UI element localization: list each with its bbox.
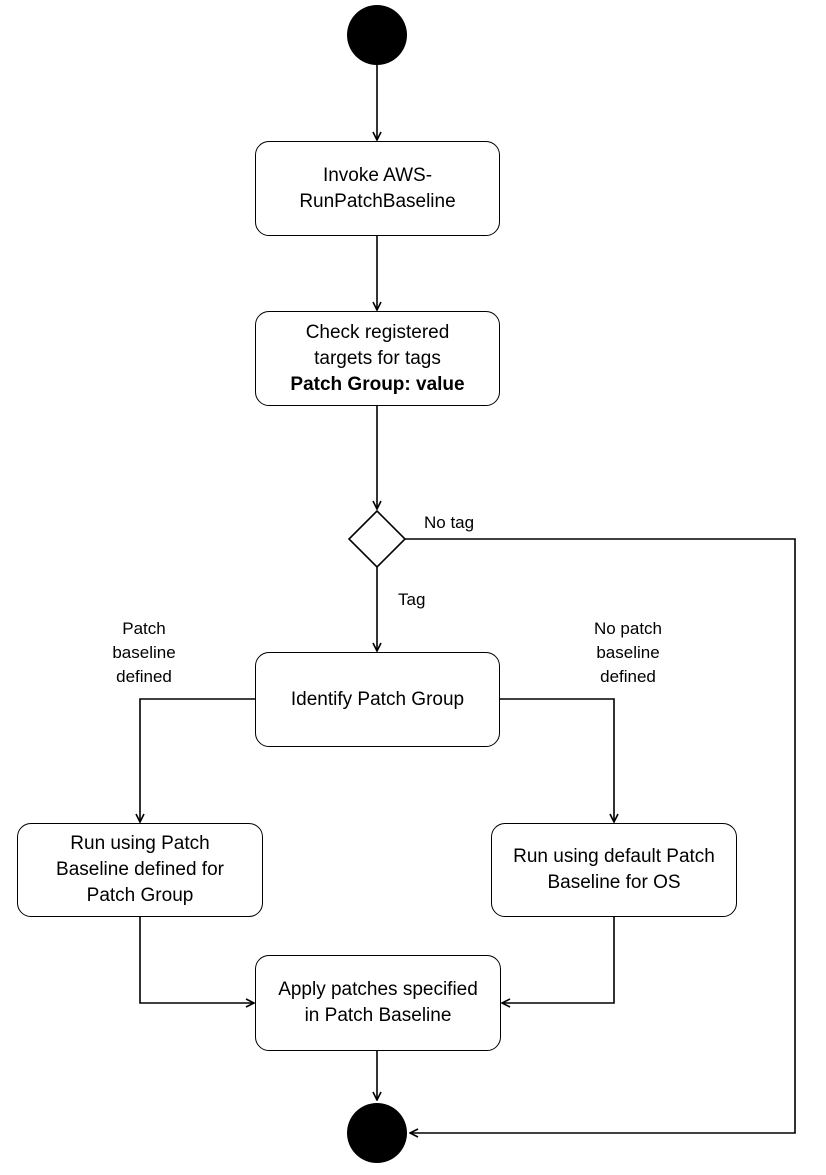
run-default-baseline-node: Run using default Patch Baseline for OS: [491, 823, 737, 917]
no-tag-text: No tag: [424, 513, 475, 532]
run-defined-line3: Patch Group: [86, 885, 194, 906]
edge-decision-to-end-no-tag: [405, 538, 796, 1133]
run-default-line2: Baseline for OS: [547, 872, 681, 893]
end-node: [347, 1103, 407, 1163]
identify-patch-group-node: Identify Patch Group: [255, 652, 500, 747]
no-baseline-defined-line1: No patch: [593, 619, 663, 638]
no-baseline-defined-line2: baseline: [596, 643, 660, 662]
no-baseline-defined-label: No patch baseline defined: [580, 617, 676, 689]
baseline-defined-line3: defined: [116, 667, 172, 686]
check-tags-line1: Check registered: [305, 321, 450, 343]
check-tags-line3: Patch Group: value: [290, 373, 465, 395]
apply-patches-line2: in Patch Baseline: [304, 1005, 452, 1026]
baseline-defined-line1: Patch: [122, 619, 166, 638]
identify-patch-group-label: Identify Patch Group: [290, 688, 465, 710]
check-tags-node: Check registered targets for tags Patch …: [255, 311, 500, 406]
tag-text: Tag: [398, 590, 426, 609]
run-default-line1: Run using default Patch: [513, 846, 715, 867]
tag-label: Tag: [398, 588, 425, 612]
start-node: [347, 5, 407, 65]
run-defined-baseline-node: Run using Patch Baseline defined for Pat…: [17, 823, 263, 917]
invoke-node-line1: Invoke AWS-: [322, 164, 433, 186]
check-tags-line2: targets for tags: [314, 347, 441, 369]
baseline-defined-line2: baseline: [112, 643, 176, 662]
edge-run-default-to-apply: [502, 917, 615, 1003]
invoke-node: Invoke AWS- RunPatchBaseline: [255, 141, 500, 236]
edge-identify-to-run-default: [500, 698, 614, 822]
no-baseline-defined-line3: defined: [600, 667, 656, 686]
tag-decision-diamond: [347, 509, 407, 569]
apply-patches-line1: Apply patches specified: [278, 979, 478, 1000]
run-defined-line1: Run using Patch: [70, 833, 210, 854]
invoke-node-line2: RunPatchBaseline: [299, 190, 456, 212]
baseline-defined-label: Patch baseline defined: [106, 617, 182, 689]
run-defined-line2: Baseline defined for: [56, 859, 224, 880]
edge-run-defined-to-apply: [139, 917, 254, 1003]
no-tag-label: No tag: [424, 511, 474, 535]
edge-identify-to-run-defined: [140, 698, 255, 822]
apply-patches-node: Apply patches specified in Patch Baselin…: [255, 955, 501, 1051]
